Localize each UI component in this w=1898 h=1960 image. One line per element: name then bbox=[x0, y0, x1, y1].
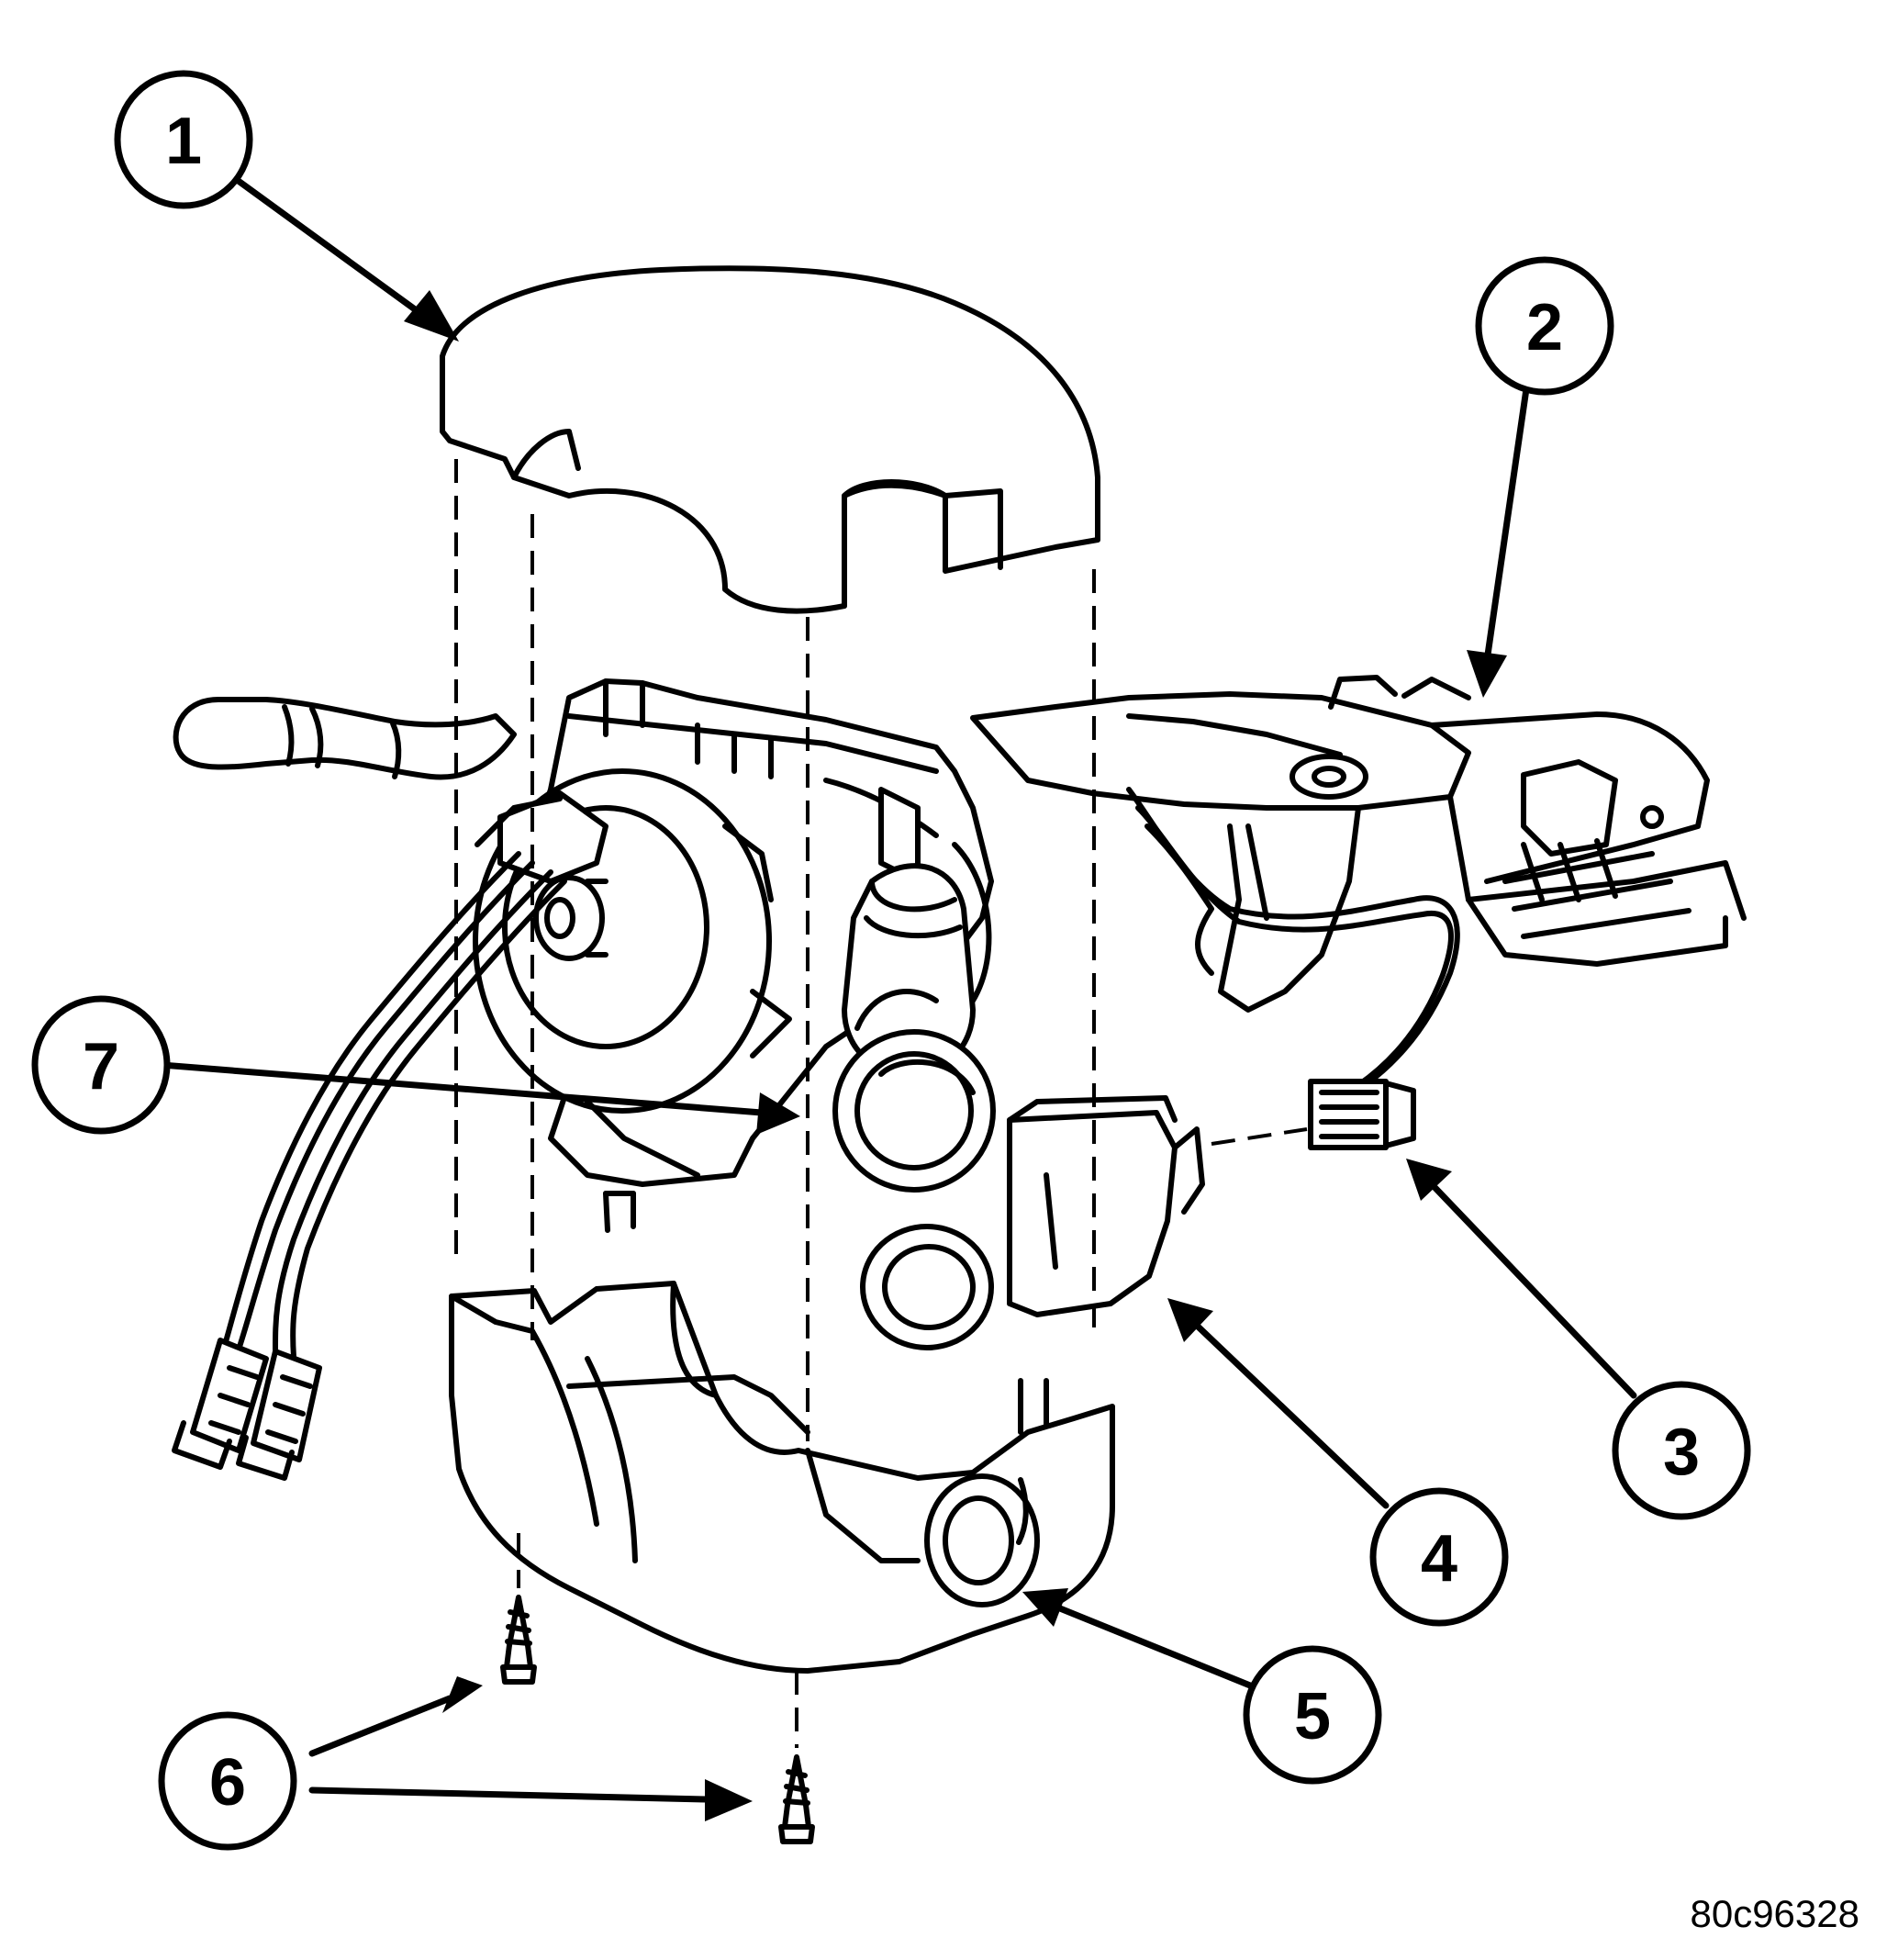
leader-arrow-6a bbox=[308, 1676, 483, 1757]
callout-circle-7 bbox=[31, 995, 171, 1135]
screw-lower bbox=[778, 1754, 815, 1844]
callout-circle-4 bbox=[1369, 1487, 1509, 1627]
callout-circle-5 bbox=[1243, 1645, 1382, 1785]
column-aperture bbox=[860, 1224, 994, 1350]
lower-shroud bbox=[449, 1191, 1115, 1674]
leader-arrow-4 bbox=[1167, 1298, 1390, 1509]
callout-circle-6 bbox=[158, 1711, 297, 1851]
callout-circle-3 bbox=[1612, 1381, 1751, 1520]
connector bbox=[1308, 1079, 1416, 1150]
clockspring-connector-left bbox=[172, 1338, 269, 1470]
clockspring bbox=[473, 768, 792, 1178]
callout-number-3: 3 bbox=[1663, 1416, 1700, 1489]
figure-id: 80c96328 bbox=[1690, 1892, 1859, 1935]
callout-circle-1 bbox=[114, 70, 253, 209]
key-lock-switch bbox=[1007, 1095, 1205, 1317]
wiring-harness bbox=[1126, 787, 1460, 1088]
leader-arrow-6b bbox=[308, 1779, 753, 1821]
alignment-lines bbox=[454, 459, 1308, 1748]
callout-circle-2 bbox=[1475, 256, 1614, 396]
multifunction-lever bbox=[173, 697, 517, 780]
callout-number-4: 4 bbox=[1421, 1522, 1457, 1596]
callout-number-7: 7 bbox=[83, 1030, 119, 1103]
ignition-cylinder bbox=[832, 863, 996, 1193]
leader-arrow-2 bbox=[1467, 373, 1532, 698]
callout-number-6: 6 bbox=[209, 1746, 246, 1820]
screw-upper bbox=[500, 1595, 537, 1685]
clockspring-connector-right bbox=[236, 1349, 322, 1481]
leader-arrow-3 bbox=[1406, 1159, 1637, 1399]
callout-number-2: 2 bbox=[1526, 291, 1563, 364]
column-assembly bbox=[970, 675, 1747, 1013]
callout-number-5: 5 bbox=[1294, 1680, 1331, 1753]
callout-number-1: 1 bbox=[165, 105, 202, 178]
leader-arrow-1 bbox=[226, 171, 459, 342]
clockspring-wire-leads bbox=[222, 851, 567, 1360]
upper-shroud bbox=[440, 265, 1100, 614]
leader-arrow-7 bbox=[158, 1061, 800, 1135]
leader-arrow-5 bbox=[1022, 1588, 1263, 1693]
